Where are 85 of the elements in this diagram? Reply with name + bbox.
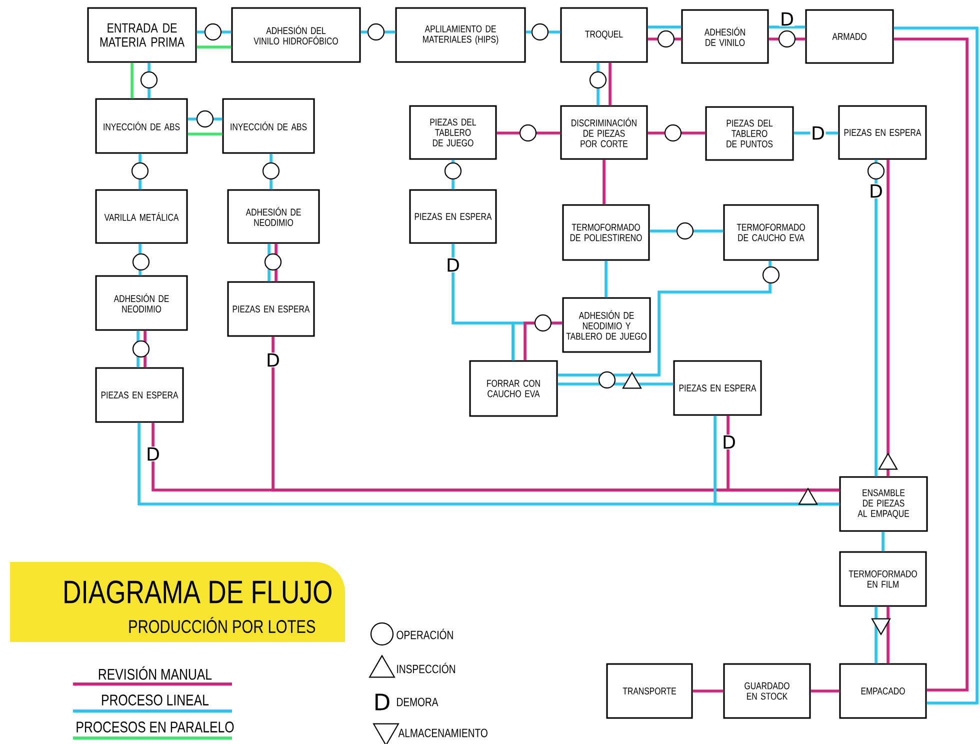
connector-line xyxy=(524,322,562,360)
process-box: GUARDADO EN STOCK xyxy=(723,663,811,719)
connector-line xyxy=(726,416,840,492)
connector-line xyxy=(196,30,232,34)
process-box: TERMOFORMADO DE CAUCHO EVA xyxy=(723,204,819,261)
process-box: ADHESIÓN DE VINILO xyxy=(681,9,769,64)
process-box: PIEZAS EN ESPERA xyxy=(227,281,315,337)
process-box: TERMOFORMADO EN FILM xyxy=(839,551,927,607)
legend-label: INSPECCIÓN xyxy=(397,662,455,674)
legend-label: PROCESO LINEAL xyxy=(102,694,209,706)
connector-line xyxy=(650,230,724,232)
process-box: PIEZAS EN ESPERA xyxy=(838,105,927,160)
connector-line xyxy=(144,330,146,368)
delay-label: D xyxy=(810,126,826,140)
connector-line xyxy=(496,132,560,134)
connector-line xyxy=(360,30,396,34)
connector-line xyxy=(274,244,278,282)
process-box: ADHESIÓN DEL VINILO HIDROFÓBICO xyxy=(231,7,361,63)
connector-line xyxy=(268,244,270,282)
connector-line xyxy=(130,62,134,98)
connector-line xyxy=(270,154,272,190)
legend-label: DEMORA xyxy=(397,698,438,706)
delay-label: D xyxy=(721,434,737,450)
process-box: TRANSPORTE xyxy=(606,663,693,719)
connector-line xyxy=(768,38,806,40)
process-box: ENTRADA DE MATERIA PRIMA xyxy=(87,7,197,63)
delay-label: D xyxy=(779,12,795,26)
connector-line xyxy=(138,154,142,190)
connector-line xyxy=(138,244,142,276)
connector-line xyxy=(604,260,608,298)
connector-line xyxy=(188,132,222,136)
process-box: DISCRIMINACIÓN DE PIEZAS POR CORTE xyxy=(560,105,648,160)
connector-line xyxy=(648,38,682,40)
connector-line xyxy=(648,26,682,28)
process-box: PIEZAS DEL TABLERO DE PUNTOS xyxy=(705,106,794,161)
connector-line xyxy=(794,132,838,134)
delay-label: D xyxy=(145,446,161,462)
connector-line xyxy=(596,62,600,106)
connector-line xyxy=(874,606,878,664)
process-box: PIEZAS EN ESPERA xyxy=(409,189,497,244)
connector-line xyxy=(886,606,890,664)
delay-label: D xyxy=(445,258,461,272)
process-box: TROQUEL xyxy=(560,7,648,63)
connector-line xyxy=(602,160,606,204)
connector-line xyxy=(558,260,772,376)
subtitle: PRODUCCIÓN POR LOTES xyxy=(129,616,316,633)
connector-line xyxy=(526,30,560,34)
connector-line xyxy=(714,416,840,506)
legend-label: OPERACIÓN xyxy=(396,628,453,640)
connector-line xyxy=(452,160,454,190)
process-box: FORRAR CON CAUCHO EVA xyxy=(469,360,558,417)
legend-label: ALMACENAMIENTO xyxy=(398,728,488,738)
connector-line xyxy=(558,382,674,386)
process-box: TERMOFORMADO DE POLIESTIRENO xyxy=(562,204,650,261)
process-box: ADHESIÓN DE NEODIMIO xyxy=(227,189,320,244)
process-box: ADHESIÓN DE NEODIMIO Y TABLERO DE JUEGO xyxy=(562,297,651,353)
connector-line xyxy=(188,118,222,120)
process-box: PIEZAS DEL TABLERO DE JUEGO xyxy=(409,105,497,160)
connector-line xyxy=(648,132,706,134)
title: DIAGRAMA DE FLUJO xyxy=(64,580,332,604)
process-box: EMPACADO xyxy=(839,663,927,719)
delay-symbol: D xyxy=(376,694,390,710)
process-box: ARMADO xyxy=(805,9,894,64)
connector-line xyxy=(196,46,232,48)
delay-label: D xyxy=(265,352,281,368)
connector-line xyxy=(768,26,806,28)
process-box: INYECCIÓN DE ABS xyxy=(222,98,315,154)
connector-line xyxy=(874,160,878,476)
connector-line xyxy=(608,62,612,106)
legend-label: PROCESOS EN PARALELO xyxy=(76,722,234,732)
process-box: APLILAMIENTO DE MATERIALES (HIPS) xyxy=(395,7,526,63)
delay-label: D xyxy=(868,184,884,198)
process-box: VARILLA METÁLICA xyxy=(95,189,188,244)
connector-line xyxy=(810,690,840,692)
connector-line xyxy=(136,330,140,368)
legend-label: REVISIÓN MANUAL xyxy=(98,666,212,680)
process-box: ADHESIÓN DE NEODIMIO xyxy=(95,275,188,331)
connector-line xyxy=(882,532,884,552)
connector-line xyxy=(692,690,724,692)
connector-line xyxy=(148,62,150,98)
process-box: PIEZAS EN ESPERA xyxy=(95,367,184,423)
connector-line xyxy=(886,160,890,476)
process-box: INYECCIÓN DE ABS xyxy=(95,98,188,154)
process-box: PIEZAS EN ESPERA xyxy=(673,360,762,416)
process-box: ENSAMBLE DE PIEZAS AL EMPAQUE xyxy=(839,476,928,532)
